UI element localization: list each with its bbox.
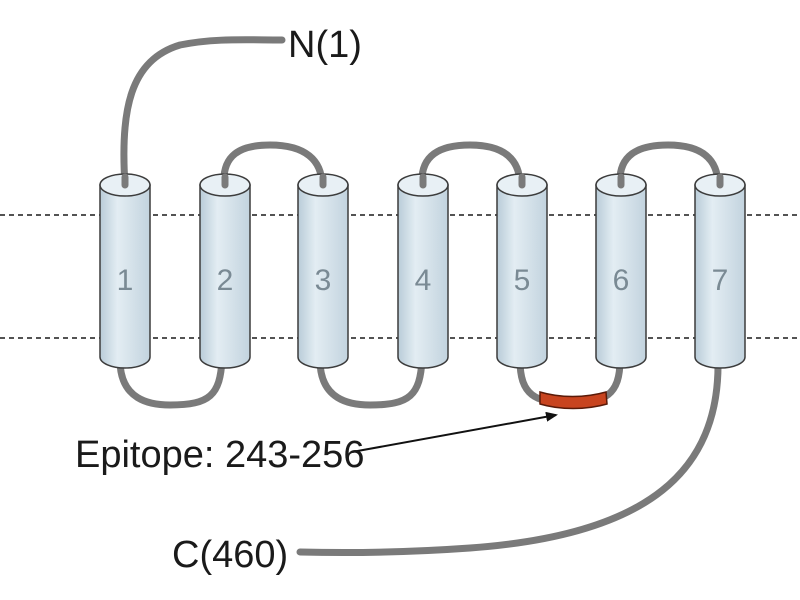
extracellular-loop-1	[220, 141, 326, 189]
intracellular-loop-2	[316, 356, 426, 409]
intracellular-loop-1	[116, 356, 226, 409]
helix-7: 7	[694, 173, 746, 369]
helices: 1 2 3 4 5 6 7	[99, 173, 746, 369]
helix-6: 6	[595, 173, 647, 369]
helix-1: 1	[99, 173, 151, 369]
helix-number-label: 4	[415, 264, 432, 297]
helix-number-label: 1	[117, 264, 134, 297]
c-terminus-label: C(460)	[172, 534, 288, 576]
helix-body	[99, 184, 151, 369]
n-terminal-tail	[120, 36, 286, 189]
epitope-label: Epitope: 243-256	[75, 434, 364, 476]
helix-body	[297, 184, 349, 369]
epitope-arrow	[351, 411, 558, 453]
helix-body	[199, 184, 251, 369]
helix-number-label: 5	[514, 264, 531, 297]
loops	[116, 36, 722, 557]
helix-5: 5	[496, 173, 548, 369]
helix-3: 3	[297, 173, 349, 369]
helix-body	[595, 184, 647, 369]
helix-4: 4	[397, 173, 449, 369]
helix-number-label: 7	[712, 264, 729, 297]
extracellular-loop-2	[418, 141, 524, 189]
helix-number-label: 3	[315, 264, 332, 297]
helix-body	[496, 184, 548, 369]
helix-number-label: 6	[613, 264, 630, 297]
epitope-marker	[539, 390, 608, 410]
helix-body	[694, 184, 746, 369]
helix-2: 2	[199, 173, 251, 369]
n-terminus-label: N(1)	[288, 24, 362, 66]
helix-number-label: 2	[217, 264, 234, 297]
c-terminal-tail	[296, 356, 722, 557]
helix-body	[397, 184, 449, 369]
extracellular-loop-3	[616, 141, 722, 189]
